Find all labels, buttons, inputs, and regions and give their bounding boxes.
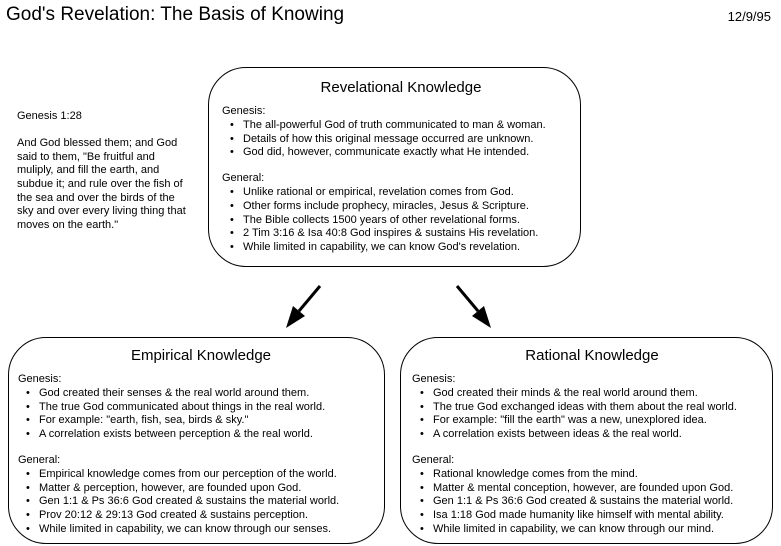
revelational-general-list: Unlike rational or empirical, revelation…: [222, 186, 580, 255]
list-item: The all-powerful God of truth communicat…: [222, 119, 580, 133]
rational-knowledge-box: Rational Knowledge Genesis: God created …: [400, 337, 773, 544]
verse-text: And God blessed them; and God said to th…: [17, 137, 186, 231]
rational-title: Rational Knowledge: [525, 347, 659, 364]
list-item: Matter & mental conception, however, are…: [412, 482, 772, 496]
list-item: God created their minds & the real world…: [412, 387, 772, 401]
list-item: Details of how this original message occ…: [222, 133, 580, 147]
list-item: While limited in capability, we can know…: [412, 523, 772, 537]
revelational-general-label: General:: [222, 172, 265, 185]
list-item: Rational knowledge comes from the mind.: [412, 468, 772, 482]
scripture-verse: Genesis 1:28 And God blessed them; and G…: [17, 110, 187, 232]
rational-general-label: General:: [412, 453, 455, 466]
revelational-knowledge-box: Revelational Knowledge Genesis: The all-…: [208, 67, 581, 267]
rational-general-list: Rational knowledge comes from the mind. …: [412, 468, 772, 537]
list-item: 2 Tim 3:16 & Isa 40:8 God inspires & sus…: [222, 227, 580, 241]
page-title: God's Revelation: The Basis of Knowing: [6, 4, 345, 25]
empirical-genesis-label: Genesis:: [18, 373, 62, 385]
revelational-title: Revelational Knowledge: [320, 79, 482, 96]
empirical-general-list: Empirical knowledge comes from our perce…: [18, 468, 384, 537]
list-item: The Bible collects 1500 years of other r…: [222, 214, 580, 228]
list-item: Gen 1:1 & Ps 36:6 God created & sustains…: [412, 495, 772, 509]
list-item: A correlation exists between perception …: [18, 428, 384, 442]
list-item: While limited in capability, we can know…: [18, 523, 384, 537]
empirical-knowledge-box: Empirical Knowledge Genesis: God created…: [8, 337, 385, 544]
list-item: Prov 20:12 & 29:13 God created & sustain…: [18, 509, 384, 523]
list-item: Matter & perception, however, are founde…: [18, 482, 384, 496]
list-item: Unlike rational or empirical, revelation…: [222, 186, 580, 200]
arrow-to-rational: [455, 285, 491, 328]
list-item: Other forms include prophecy, miracles, …: [222, 200, 580, 214]
list-item: The true God communicated about things i…: [18, 401, 384, 415]
list-item: Isa 1:18 God made humanity like himself …: [412, 509, 772, 523]
list-item: For example: "fill the earth" was a new,…: [412, 414, 772, 428]
verse-reference: Genesis 1:28: [17, 110, 82, 122]
list-item: A correlation exists between ideas & the…: [412, 428, 772, 442]
list-item: God created their senses & the real worl…: [18, 387, 384, 401]
list-item: While limited in capability, we can know…: [222, 241, 580, 255]
revelational-genesis-label: Genesis:: [222, 105, 266, 117]
empirical-title: Empirical Knowledge: [130, 347, 272, 364]
empirical-general-label: General:: [18, 453, 61, 466]
arrow-to-empirical: [286, 285, 322, 328]
list-item: For example: "earth, fish, sea, birds & …: [18, 414, 384, 428]
rational-genesis-list: God created their minds & the real world…: [412, 387, 772, 442]
list-item: The true God exchanged ideas with them a…: [412, 401, 772, 415]
list-item: Gen 1:1 & Ps 36:6 God created & sustains…: [18, 495, 384, 509]
empirical-genesis-list: God created their senses & the real worl…: [18, 387, 384, 442]
revelational-genesis-list: The all-powerful God of truth communicat…: [222, 119, 580, 160]
list-item: Empirical knowledge comes from our perce…: [18, 468, 384, 482]
list-item: God did, however, communicate exactly wh…: [222, 146, 580, 160]
page-date: 12/9/95: [727, 9, 771, 24]
rational-genesis-label: Genesis:: [412, 373, 456, 385]
